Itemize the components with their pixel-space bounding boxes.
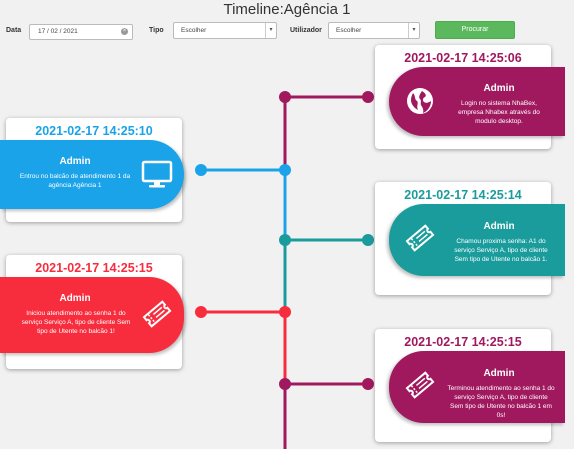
clear-icon[interactable]: × <box>121 28 128 35</box>
node-4-center <box>279 306 291 318</box>
node-2-end <box>195 164 207 176</box>
event-user: Admin <box>483 83 515 94</box>
ticket-icon <box>405 224 435 252</box>
event-description: Terminou atendimento ao senha 1 do servi… <box>447 385 555 419</box>
date-value: 17 / 02 / 2021 <box>38 28 78 35</box>
chevron-down-icon: ▾ <box>408 23 419 38</box>
user-select[interactable]: Escolher ▾ <box>328 22 420 39</box>
event-time: 2021-02-17 14:25:15 <box>35 261 153 275</box>
event-user: Admin <box>483 221 515 232</box>
user-select-value: Escolher <box>336 27 362 34</box>
search-button[interactable]: Procurar <box>435 21 515 39</box>
event-description: Chamou proxima senha: A1 do serviço Serv… <box>454 238 548 263</box>
event-band: Admin Login no sistema NhaBex, empresa N… <box>389 67 565 136</box>
user-label: Utilizador <box>290 27 322 34</box>
event-description: Entrou no balcão de atendimento 1 da agê… <box>19 173 131 189</box>
event-time: 2021-02-17 14:25:06 <box>404 51 522 65</box>
event-time: 2021-02-17 14:25:14 <box>404 188 522 202</box>
event-time: 2021-02-17 14:25:15 <box>404 335 522 349</box>
timeline-event-card[interactable]: 2021-02-17 14:25:06 Admin Login no siste… <box>375 45 565 149</box>
event-user: Admin <box>59 293 91 304</box>
event-band: Admin Iniciou atendimento ao senha 1 do … <box>0 277 184 353</box>
node-3-center <box>279 234 291 246</box>
date-input[interactable]: 17 / 02 / 2021 × <box>29 24 133 40</box>
node-5-end <box>362 378 374 390</box>
event-band: Admin Entrou no balcão de atendimento 1 … <box>0 140 184 209</box>
event-time: 2021-02-17 14:25:10 <box>35 124 153 138</box>
timeline-event-card[interactable]: 2021-02-17 14:25:10 Admin Entrou no balc… <box>0 118 184 222</box>
event-description: Iniciou atendimento ao senha 1 do serviç… <box>21 310 131 335</box>
chevron-down-icon: ▾ <box>265 23 276 38</box>
monitor-icon <box>141 160 173 188</box>
node-2-center <box>279 164 291 176</box>
type-label: Tipo <box>149 27 164 34</box>
timeline-event-card[interactable]: 2021-02-17 14:25:15 Admin Iniciou atendi… <box>0 255 184 369</box>
node-5-center <box>279 378 291 390</box>
node-4-end <box>195 306 207 318</box>
event-description: Login no sistema NhaBex, empresa Nhabex … <box>458 100 540 125</box>
event-user: Admin <box>483 368 515 379</box>
date-label: Data <box>6 27 22 34</box>
event-band: Admin Chamou proxima senha: A1 do serviç… <box>389 204 565 276</box>
event-band: Admin Terminou atendimento ao senha 1 do… <box>389 351 565 423</box>
node-1-end <box>362 91 374 103</box>
ticket-icon <box>405 371 435 399</box>
node-3-end <box>362 234 374 246</box>
timeline-event-card[interactable]: 2021-02-17 14:25:14 Admin Chamou proxima… <box>375 182 565 295</box>
globe-icon <box>407 88 433 114</box>
type-select[interactable]: Escolher ▾ <box>173 22 277 39</box>
event-user: Admin <box>59 156 91 167</box>
type-select-value: Escolher <box>181 27 207 34</box>
timeline-event-card[interactable]: 2021-02-17 14:25:15 Admin Terminou atend… <box>375 329 565 442</box>
ticket-icon <box>142 300 172 328</box>
node-1-center <box>279 91 291 103</box>
page-title: Timeline:Agência 1 <box>223 1 351 18</box>
